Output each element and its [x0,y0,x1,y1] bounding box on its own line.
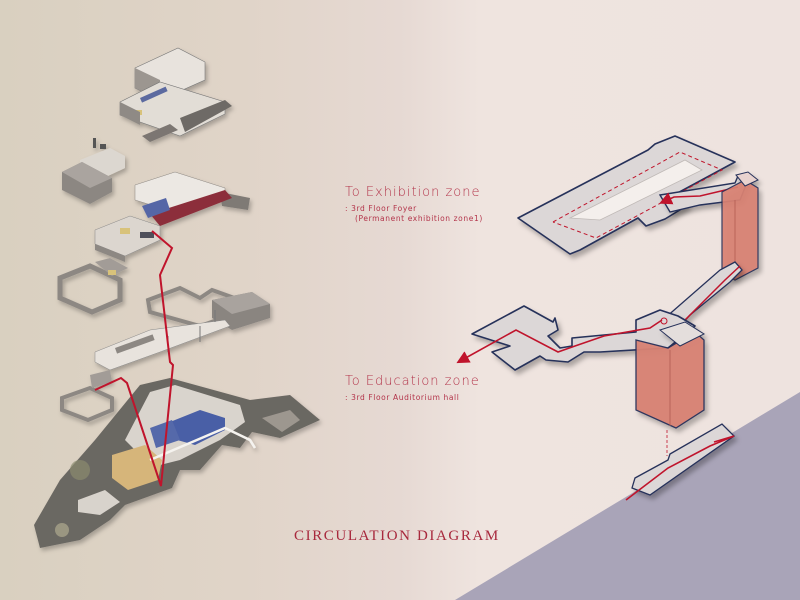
education-zone-title: To Education zone [345,374,480,389]
education-zone-floor: : 3rd Floor Auditorium hall [345,393,460,402]
floor-2 [94,285,270,371]
path-from-ground [625,435,735,501]
upper-core [721,171,759,281]
exhibition-zone-title: To Exhibition zone [345,185,481,200]
ground-floor-site [34,378,320,548]
floor-3 [57,171,250,315]
education-floor-slab [471,305,696,371]
lower-core [635,321,706,429]
path-to-exhibition [659,186,739,205]
label-exhibition: To Exhibition zone : 3rd Floor Foyer (Pe… [345,185,483,224]
floor-1-annex [60,370,114,423]
path-to-education [456,319,663,364]
label-education: To Education zone : 3rd Floor Auditorium… [345,374,480,403]
diagram-title: CIRCULATION DIAGRAM [294,528,500,544]
exhibition-zone-detail: (Permanent exhibition zone1) [355,214,483,223]
service-block [62,138,125,204]
exhibition-zone-floor: : 3rd Floor Foyer [345,204,417,213]
floor-top [119,47,232,142]
